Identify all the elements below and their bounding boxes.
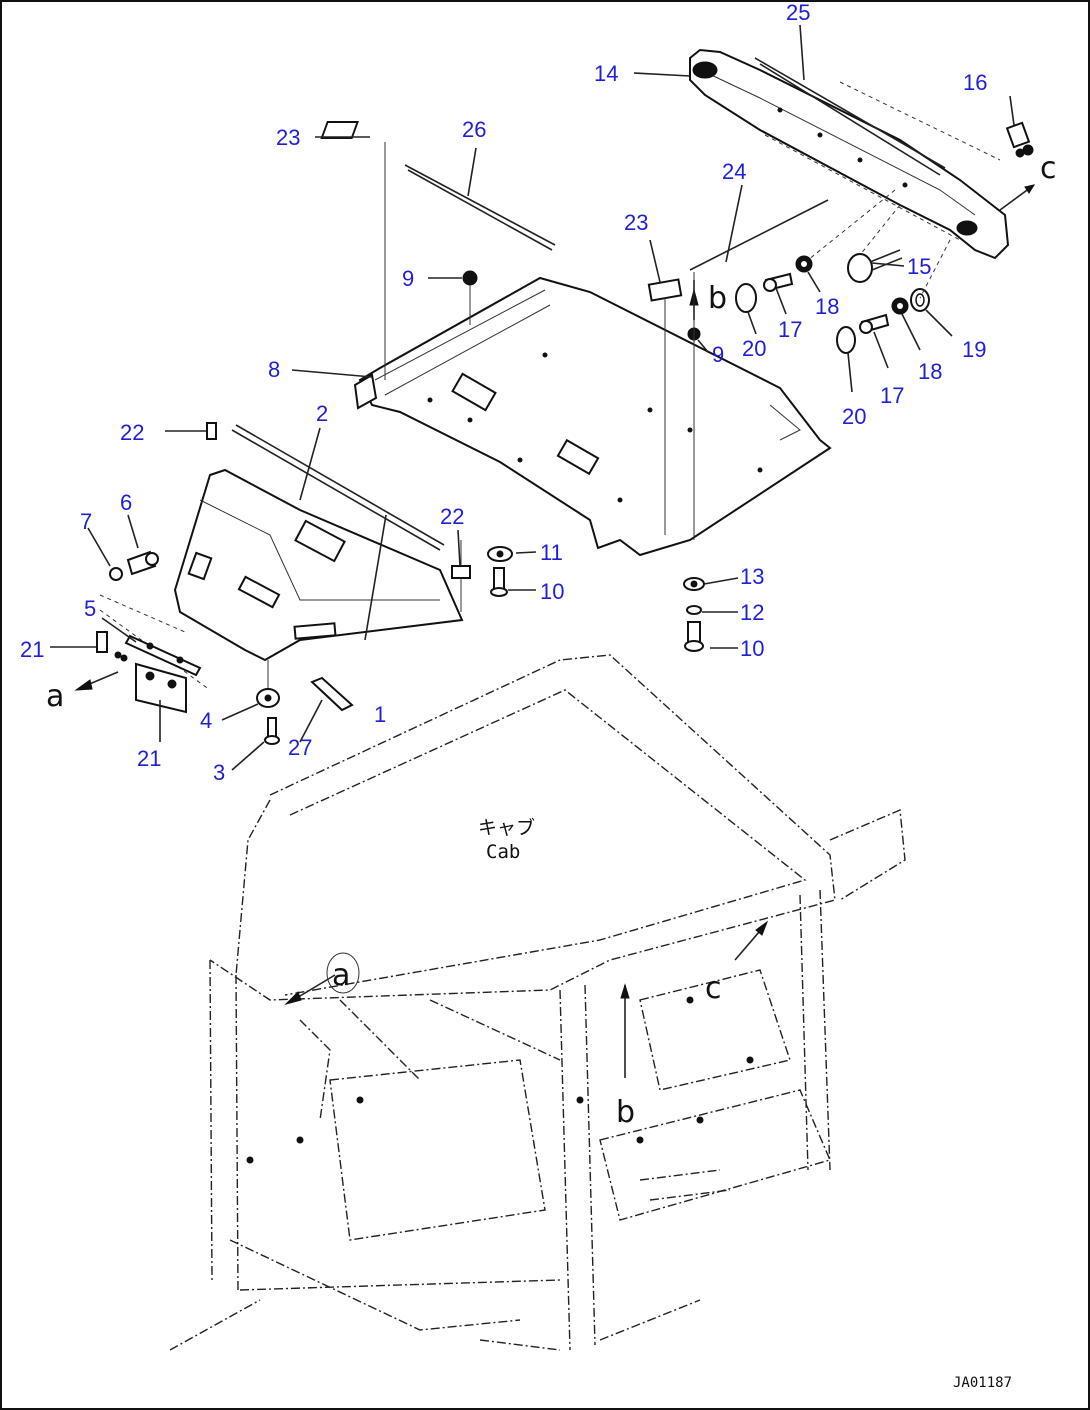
callout-27: 27 (288, 735, 312, 760)
callout-20-upper: 20 (742, 336, 766, 361)
leader-lines (50, 24, 1015, 771)
part-16-clip (1005, 121, 1034, 158)
callout-22-right: 22 (440, 504, 464, 529)
cab-label-ja: キャブ (478, 816, 535, 839)
callout-19: 19 (962, 337, 986, 362)
callout-17-lower: 17 (880, 383, 904, 408)
callout-6: 6 (120, 490, 132, 515)
callout-26: 26 (462, 117, 486, 142)
callout-2: 2 (316, 401, 328, 426)
callout-10-upper: 10 (540, 579, 564, 604)
callout-8: 8 (268, 357, 280, 382)
fastener-group-lower (836, 288, 930, 354)
part-26-strip (404, 164, 556, 251)
part-22-spacer-right (451, 565, 471, 579)
part-21-pin (96, 631, 108, 653)
part-23-clip-left (320, 121, 359, 139)
part-23-clip-right (647, 278, 683, 302)
frame-fastener-dots (246, 996, 754, 1164)
cab-label-en: Cab (486, 841, 520, 863)
callout-14: 14 (594, 61, 618, 86)
part-14-rear-trim (689, 48, 1010, 260)
part-15-knob-bolt (847, 249, 903, 283)
part-3-screw (264, 717, 280, 745)
part-7-nut (109, 567, 123, 581)
ref-a-top: a (46, 679, 64, 714)
callout-5: 5 (84, 596, 96, 621)
callout-22-left: 22 (120, 420, 144, 445)
callout-10-lower: 10 (740, 636, 764, 661)
callout-12: 12 (740, 600, 764, 625)
part-8-roof-panel (353, 276, 832, 557)
part-25-trim-strip (754, 57, 946, 176)
ref-b-frame: b (616, 1095, 635, 1130)
cab-frame (169, 654, 906, 1351)
callout-23-left: 23 (276, 125, 300, 150)
callout-16: 16 (963, 70, 987, 95)
callout-4: 4 (200, 708, 212, 733)
callout-15: 15 (907, 254, 931, 279)
callout-24: 24 (722, 159, 746, 184)
part-27-strip (310, 676, 354, 712)
callout-18-upper: 18 (815, 294, 839, 319)
callout-23-right: 23 (624, 210, 648, 235)
callout-20-lower: 20 (842, 404, 866, 429)
part-6-bolt (126, 550, 159, 576)
callout-18-lower: 18 (918, 359, 942, 384)
part-24-rod (689, 199, 829, 271)
callout-labels: 1 2 3 4 5 6 7 8 9 9 10 10 11 12 13 14 15… (20, 0, 987, 785)
part-1-front-panel (173, 468, 464, 662)
part-2-strip (231, 424, 445, 551)
callout-9-right: 9 (712, 342, 724, 367)
fastener-group-upper (735, 255, 813, 313)
callout-11: 11 (540, 540, 563, 565)
callout-21-bottom: 21 (137, 746, 161, 771)
callout-13: 13 (740, 564, 764, 589)
ref-c-frame: c (705, 971, 722, 1006)
callout-17-upper: 17 (778, 317, 802, 342)
callout-25: 25 (786, 0, 810, 25)
part-10-bolt-upper (490, 567, 508, 597)
reference-letters: a a b b c c (46, 151, 1057, 1130)
callout-7: 7 (80, 509, 92, 534)
part-12-lock-washer (686, 605, 702, 615)
callout-9-left: 9 (402, 266, 414, 291)
drawing-code: JA01187 (953, 1375, 1012, 1391)
part-21-bracket (135, 662, 187, 714)
callout-1: 1 (374, 702, 386, 727)
part-5-hinge-bar (124, 634, 202, 677)
callout-3: 3 (213, 760, 225, 785)
ref-b-top: b (708, 281, 727, 316)
ref-c-top: c (1040, 151, 1057, 186)
part-9-grommet-left (462, 270, 478, 286)
part-10-bolt-lower (684, 621, 704, 652)
callout-21-left: 21 (20, 637, 44, 662)
part-22-spacer-left (206, 422, 217, 440)
ref-a-frame: a (332, 958, 350, 993)
